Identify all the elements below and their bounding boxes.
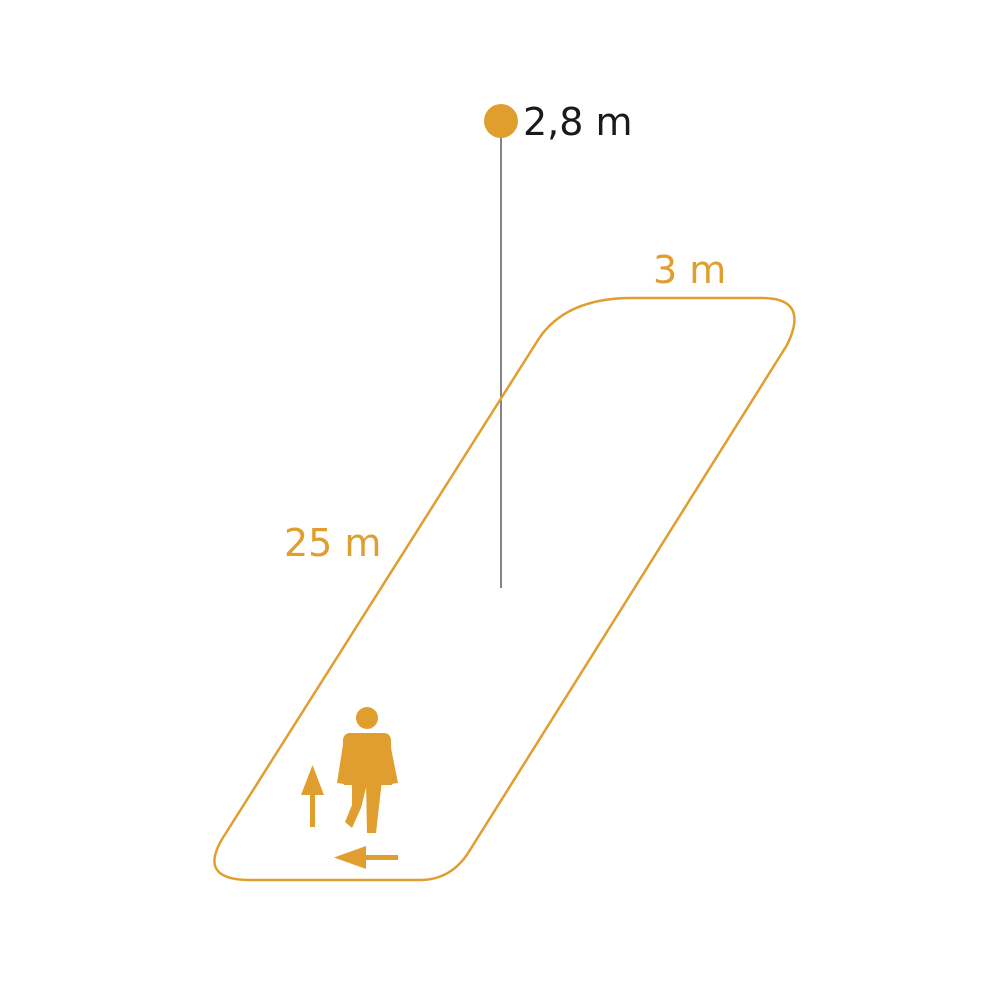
arrow-left-icon [334,846,398,869]
length-label: 25 m [284,521,381,565]
sensor-dot-icon [484,104,518,138]
mount-height-label: 2,8 m [523,100,633,144]
arrow-up-icon [301,765,324,827]
detection-zone-outline [213,296,796,882]
walking-person-icon [337,707,398,833]
width-label: 3 m [653,248,726,292]
